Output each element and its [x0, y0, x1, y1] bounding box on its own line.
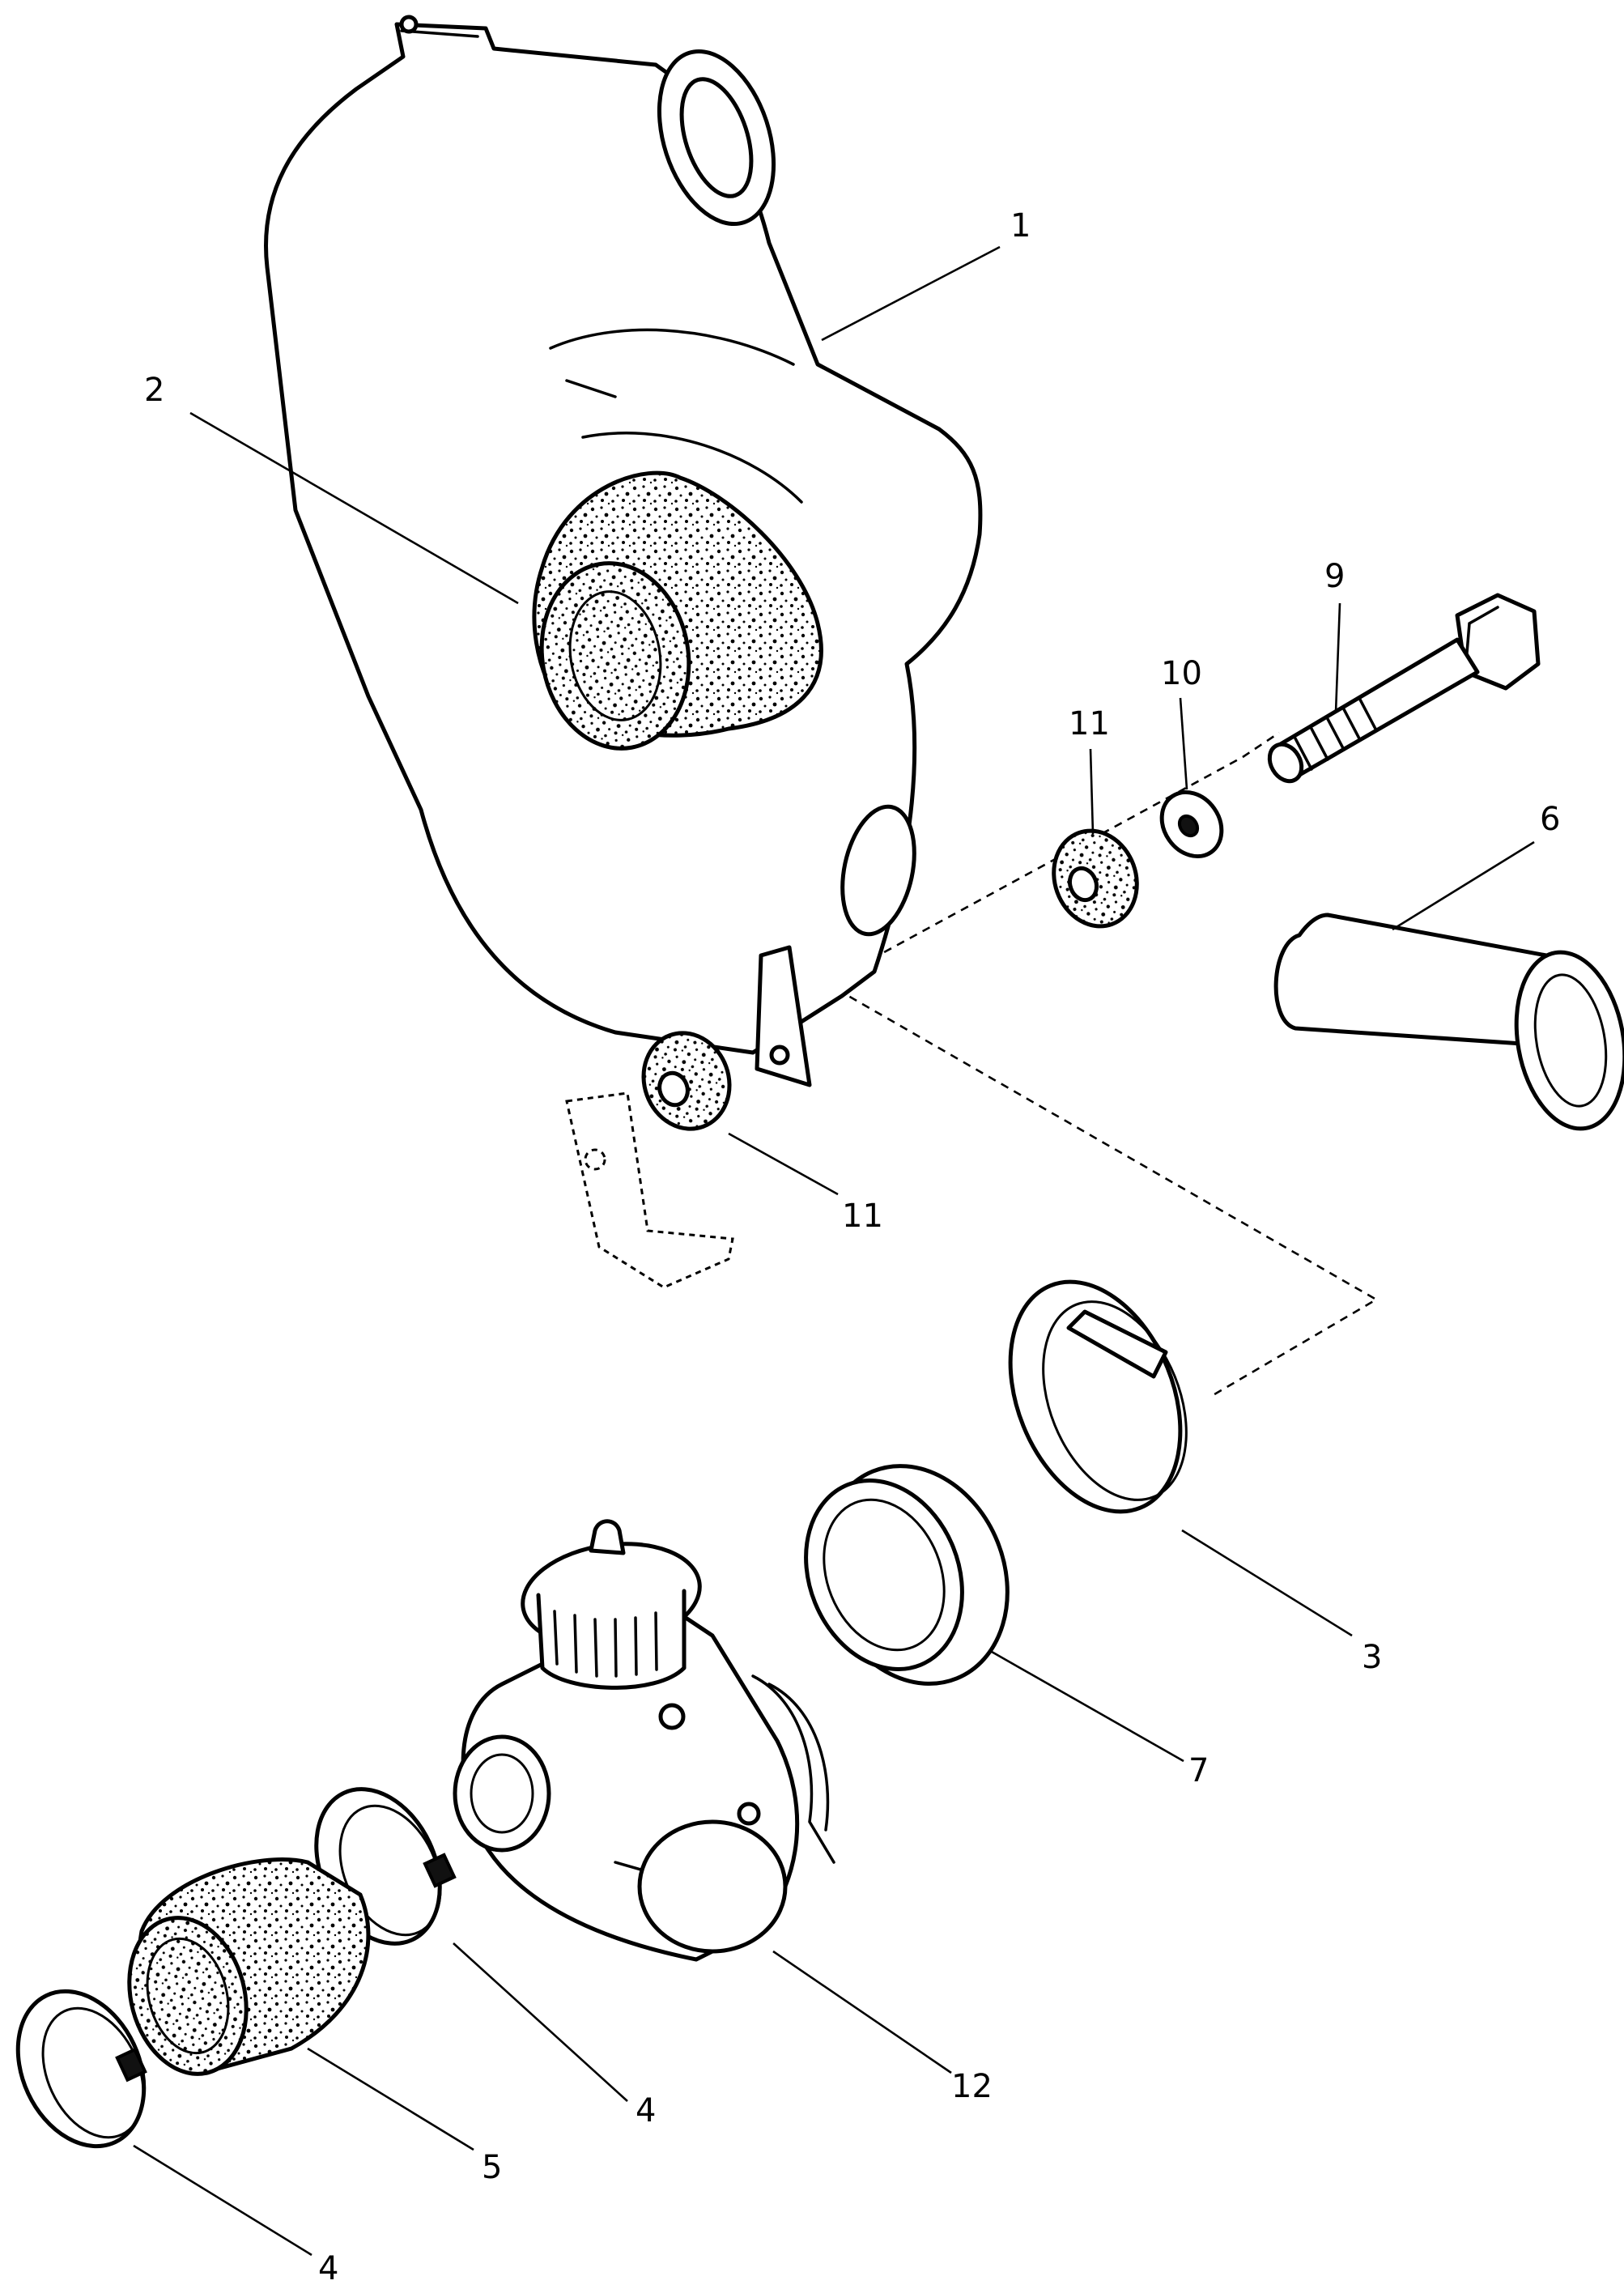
rubber-grommet-upper — [1052, 828, 1139, 929]
callout-10: 10 — [1161, 655, 1202, 692]
callout-9: 9 — [1324, 558, 1345, 595]
callout-3: 3 — [1362, 1639, 1382, 1676]
callout-11-upper: 11 — [1069, 705, 1110, 742]
callout-labels: 1 2 9 10 11 6 11 3 7 4 12 5 4 — [144, 207, 1560, 2287]
callout-4-lower: 4 — [318, 2250, 338, 2287]
intake-boot — [127, 1857, 371, 2076]
callout-4-upper: 4 — [636, 2092, 656, 2129]
sleeve — [1273, 913, 1624, 1131]
callout-11-lower: 11 — [842, 1198, 883, 1235]
worm-clamp-large — [1008, 1279, 1188, 1514]
callout-5: 5 — [482, 2149, 502, 2186]
callout-2: 2 — [144, 372, 164, 409]
carburetor — [453, 1519, 835, 1962]
washer — [1159, 789, 1224, 859]
callout-1: 1 — [1010, 207, 1031, 245]
foam-filter — [532, 470, 823, 751]
callout-7: 7 — [1188, 1752, 1209, 1789]
mounting-bracket-outline — [565, 1091, 734, 1289]
callout-6: 6 — [1540, 801, 1560, 838]
clamp-small-lower — [15, 1989, 147, 2149]
leader-lines — [133, 245, 1535, 2257]
callout-12: 12 — [951, 2068, 993, 2105]
rubber-grommet-lower — [641, 1031, 732, 1131]
adapter-ring — [804, 1464, 1010, 1686]
hex-bolt — [1267, 593, 1541, 784]
